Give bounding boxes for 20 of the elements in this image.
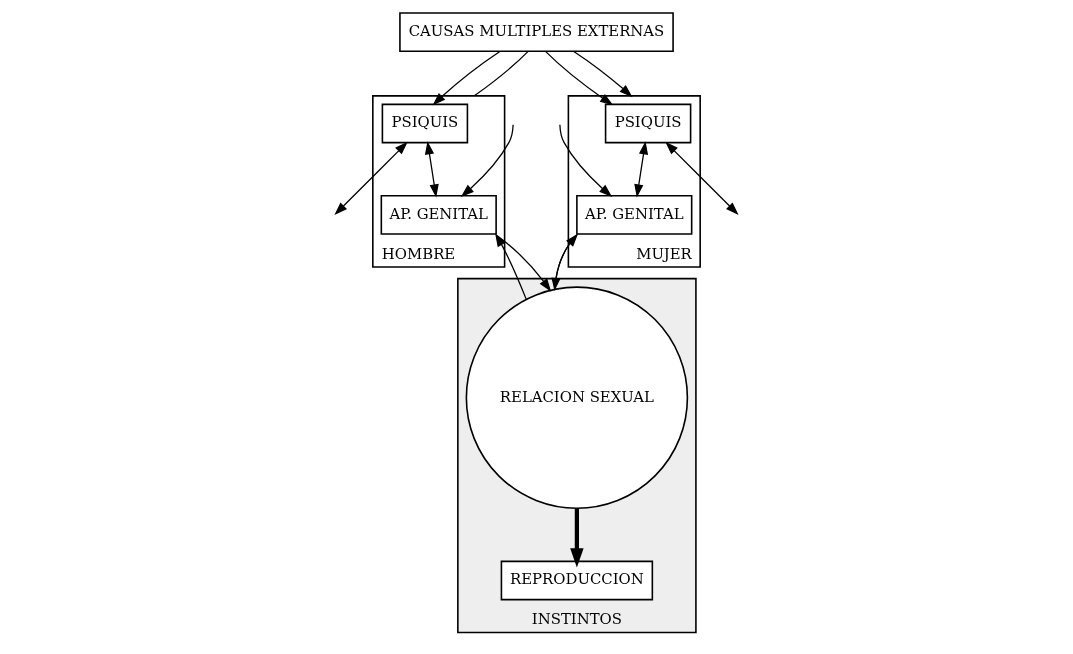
arrow — [559, 124, 613, 198]
arrow — [424, 141, 439, 198]
node-circle: RELACION SEXUAL — [465, 286, 689, 509]
arrow — [545, 51, 614, 106]
node-box: CAUSAS MULTIPLES EXTERNAS — [399, 12, 674, 52]
arrow — [495, 233, 527, 300]
node-box: PSIQUIS — [604, 103, 692, 144]
arrow — [460, 124, 514, 198]
arrow — [665, 141, 739, 216]
node-box: PSIQUIS — [381, 103, 469, 144]
connector — [473, 51, 529, 97]
arrow — [634, 141, 649, 198]
node-box: REPRODUCCION — [500, 560, 654, 601]
node-box: AP. GENITAL — [576, 194, 693, 235]
node-box: AP. GENITAL — [380, 194, 497, 235]
arrow — [570, 508, 584, 568]
arrow — [495, 234, 552, 292]
arrow — [334, 141, 408, 216]
arrow — [432, 50, 501, 106]
arrow — [573, 50, 633, 98]
